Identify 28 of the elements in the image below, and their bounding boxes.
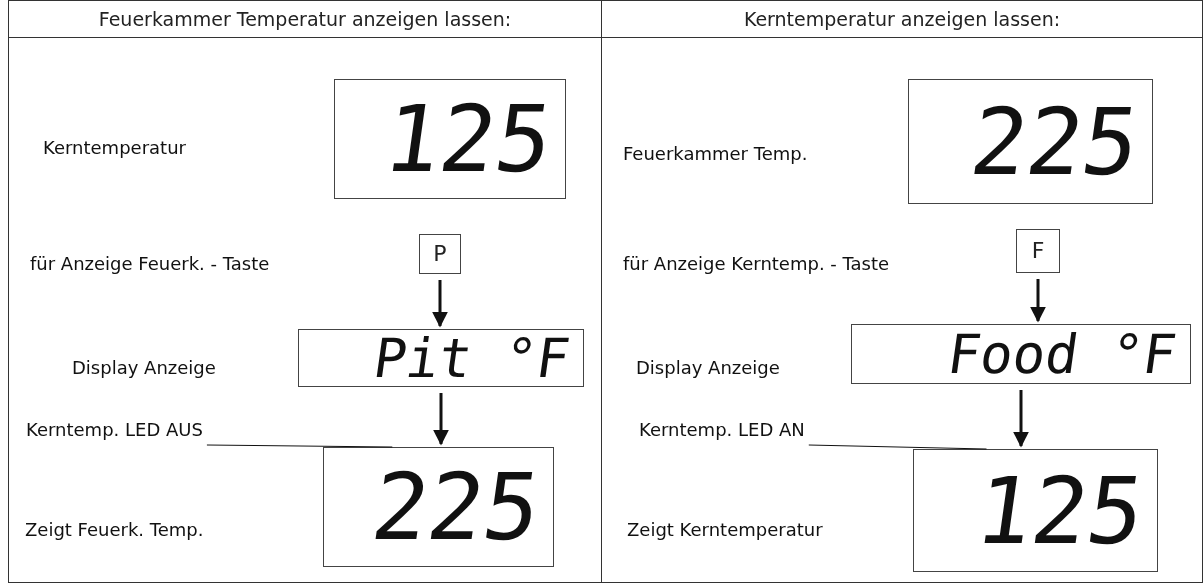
callout-text: Kerntemp. LED AN bbox=[639, 419, 805, 447]
row-label: für Anzeige Kerntemp. - Taste bbox=[623, 253, 890, 274]
column-heading: Kerntemperatur anzeigen lassen: bbox=[602, 1, 1202, 38]
leader-line bbox=[808, 444, 987, 450]
arrow bbox=[1030, 279, 1046, 323]
arrow bbox=[433, 393, 449, 446]
callout-text: Kerntemp. LED AUS bbox=[26, 419, 203, 447]
arrow bbox=[1013, 390, 1029, 448]
row-label: Zeigt Kerntemperatur bbox=[627, 519, 823, 540]
row-label: Kerntemperatur bbox=[43, 137, 186, 158]
segment-display: Food °F bbox=[851, 324, 1191, 384]
segment-display: 225 bbox=[908, 79, 1153, 204]
segment-display: 125 bbox=[334, 79, 566, 199]
arrow bbox=[432, 280, 448, 328]
table-column bbox=[8, 0, 602, 583]
key-button: F bbox=[1016, 229, 1060, 273]
row-label: Zeigt Feuerk. Temp. bbox=[25, 519, 204, 540]
table-column bbox=[601, 0, 1203, 583]
key-button: P bbox=[419, 234, 461, 274]
row-label: Display Anzeige bbox=[72, 357, 216, 378]
segment-display: 125 bbox=[913, 449, 1158, 572]
row-label: Display Anzeige bbox=[636, 357, 780, 378]
column-heading: Feuerkammer Temperatur anzeigen lassen: bbox=[9, 1, 601, 38]
leader-line bbox=[206, 444, 393, 448]
segment-display: Pit °F bbox=[298, 329, 584, 387]
row-label: für Anzeige Feuerk. - Taste bbox=[30, 253, 270, 274]
segment-display: 225 bbox=[323, 447, 554, 567]
row-label: Feuerkammer Temp. bbox=[623, 143, 808, 164]
